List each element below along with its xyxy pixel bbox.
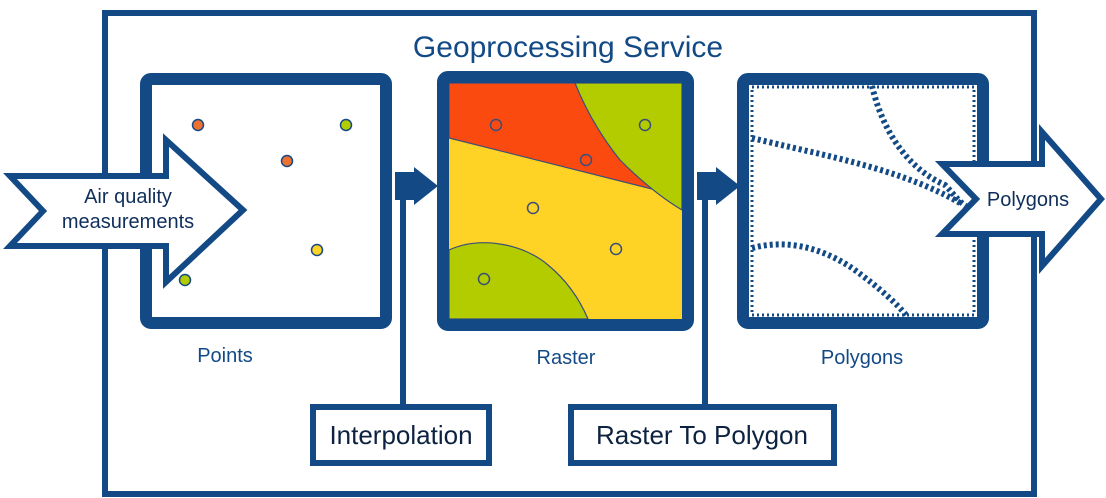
input-label-line2: measurements: [62, 211, 194, 233]
raster-zone-green-top: [574, 83, 682, 211]
service-frame: [102, 10, 1037, 497]
input-arrow: Air quality measurements: [3, 133, 248, 289]
raster-panel: [437, 71, 694, 331]
arrow-to-raster: [395, 167, 438, 205]
polygon-boundary: [751, 135, 962, 206]
input-label-line1: Air quality: [84, 186, 172, 208]
service-title: Geoprocessing Service: [413, 31, 723, 64]
interpolation-label: Interpolation: [329, 420, 472, 450]
points-label: Points: [197, 345, 253, 367]
output-arrow: Polygons: [934, 124, 1105, 274]
raster-panel-box: [437, 71, 694, 331]
interpolation-tool: Interpolation: [310, 404, 492, 466]
polygons-panel: [737, 73, 989, 329]
raster-sample-marker: [579, 153, 593, 167]
raster-label: Raster: [537, 347, 596, 369]
point-marker: [178, 273, 192, 287]
polygons-label: Polygons: [821, 347, 903, 369]
arrow-to-polygons: [697, 167, 740, 205]
raster-to-polygon-tool: Raster To Polygon: [568, 404, 837, 466]
output-label: Polygons: [987, 189, 1069, 211]
raster-sample-marker: [609, 242, 623, 256]
raster-sample-marker: [489, 118, 503, 132]
polygon-boundary: [751, 241, 909, 317]
point-marker: [339, 118, 353, 132]
raster-sample-marker: [477, 272, 491, 286]
raster-sample-marker: [638, 118, 652, 132]
polygons-panel-box: [737, 73, 989, 329]
point-marker: [280, 154, 294, 168]
raster-zone-green-bottom: [449, 242, 589, 319]
polygon-boundary: [869, 85, 976, 213]
raster-to-polygon-label: Raster To Polygon: [596, 420, 808, 450]
point-marker: [310, 243, 324, 257]
point-marker: [191, 118, 205, 132]
raster-sample-marker: [526, 201, 540, 215]
